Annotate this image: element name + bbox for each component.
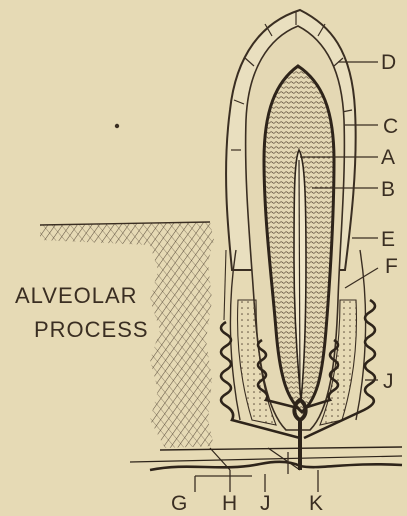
label-b: B	[381, 178, 395, 201]
label-d: D	[381, 51, 396, 74]
label-j-bottom: J	[260, 492, 271, 515]
label-e: E	[381, 228, 395, 251]
label-c: C	[383, 115, 398, 138]
label-k: K	[309, 492, 323, 515]
label-h: H	[222, 492, 237, 515]
label-a: A	[381, 146, 395, 169]
base-lines	[130, 447, 402, 470]
label-g: G	[171, 492, 187, 515]
label-j-right: J	[383, 370, 394, 393]
alveolar-label-line1: ALVEOLAR	[15, 283, 138, 308]
ink-dot	[115, 124, 119, 128]
label-f: F	[385, 255, 398, 278]
alveolar-label-line2: PROCESS	[34, 317, 149, 342]
